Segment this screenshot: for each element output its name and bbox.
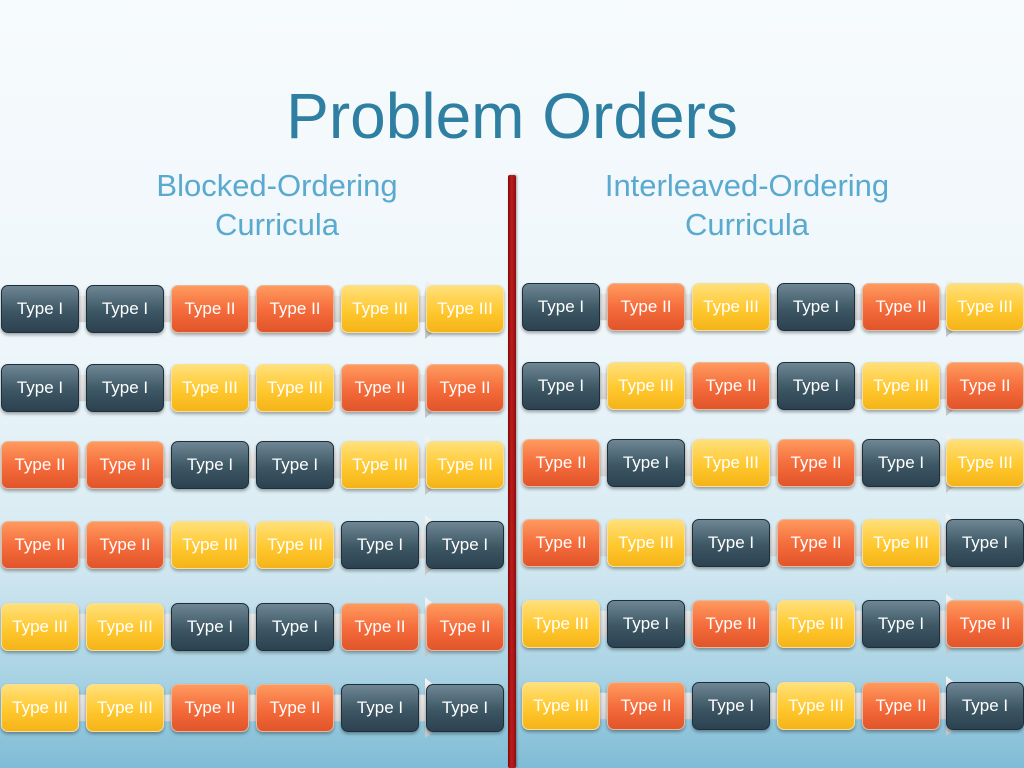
problem-chip-type-3: Type III — [777, 600, 855, 648]
problem-chip-type-3: Type III — [692, 283, 770, 331]
problem-chip-type-2: Type II — [1, 441, 79, 489]
problem-chip-type-3: Type III — [946, 439, 1024, 487]
problem-chip-type-2: Type II — [607, 682, 685, 730]
problem-chip-type-3: Type III — [86, 684, 164, 732]
problem-chip-type-3: Type III — [1, 684, 79, 732]
problem-chip-type-3: Type III — [946, 283, 1024, 331]
problem-chip-type-1: Type I — [777, 283, 855, 331]
problem-chip-type-3: Type III — [862, 519, 940, 567]
problem-chip-type-2: Type II — [692, 600, 770, 648]
center-divider — [508, 175, 516, 768]
problem-chip-type-1: Type I — [607, 439, 685, 487]
problem-chip-type-1: Type I — [426, 521, 504, 569]
problem-chip-type-2: Type II — [692, 362, 770, 410]
problem-chip-type-2: Type II — [522, 439, 600, 487]
problem-chip-type-1: Type I — [1, 285, 79, 333]
blocked-heading-line1: Blocked-Ordering — [156, 168, 398, 203]
problem-chip-type-2: Type II — [256, 684, 334, 732]
problem-chip-type-3: Type III — [171, 364, 249, 412]
problem-chip-type-1: Type I — [341, 521, 419, 569]
problem-chip-type-3: Type III — [522, 682, 600, 730]
problem-chip-type-2: Type II — [86, 441, 164, 489]
problem-chip-type-2: Type II — [86, 521, 164, 569]
problem-chip-type-1: Type I — [171, 603, 249, 651]
problem-chip-type-2: Type II — [522, 519, 600, 567]
problem-chip-type-3: Type III — [426, 441, 504, 489]
interleaved-heading-line1: Interleaved-Ordering — [604, 168, 890, 203]
problem-chip-type-1: Type I — [341, 684, 419, 732]
blocked-heading-line2: Curricula — [214, 207, 340, 242]
problem-chip-type-3: Type III — [607, 362, 685, 410]
interleaved-heading-line2: Curricula — [684, 207, 810, 242]
problem-chip-type-1: Type I — [86, 364, 164, 412]
interleaved-heading: Interleaved-Ordering Curricula — [547, 166, 947, 244]
problem-chip-type-1: Type I — [522, 283, 600, 331]
problem-chip-type-2: Type II — [341, 603, 419, 651]
problem-chip-type-1: Type I — [256, 603, 334, 651]
blocked-heading: Blocked-Ordering Curricula — [77, 166, 477, 244]
problem-chip-type-2: Type II — [426, 603, 504, 651]
problem-chip-type-1: Type I — [607, 600, 685, 648]
problem-chip-type-3: Type III — [341, 285, 419, 333]
problem-chip-type-3: Type III — [426, 285, 504, 333]
problem-chip-type-2: Type II — [607, 283, 685, 331]
problem-chip-type-1: Type I — [946, 519, 1024, 567]
problem-chip-type-1: Type I — [171, 441, 249, 489]
problem-chip-type-2: Type II — [426, 364, 504, 412]
problem-chip-type-2: Type II — [862, 283, 940, 331]
problem-chip-type-3: Type III — [256, 364, 334, 412]
problem-chip-type-1: Type I — [946, 682, 1024, 730]
problem-chip-type-1: Type I — [692, 682, 770, 730]
problem-chip-type-2: Type II — [777, 519, 855, 567]
problem-chip-type-1: Type I — [86, 285, 164, 333]
problem-chip-type-2: Type II — [256, 285, 334, 333]
problem-chip-type-1: Type I — [256, 441, 334, 489]
problem-chip-type-3: Type III — [1, 603, 79, 651]
problem-chip-type-1: Type I — [692, 519, 770, 567]
problem-chip-type-1: Type I — [862, 439, 940, 487]
problem-chip-type-3: Type III — [86, 603, 164, 651]
problem-chip-type-3: Type III — [256, 521, 334, 569]
problem-chip-type-3: Type III — [777, 682, 855, 730]
problem-chip-type-1: Type I — [426, 684, 504, 732]
problem-chip-type-3: Type III — [692, 439, 770, 487]
problem-chip-type-2: Type II — [171, 285, 249, 333]
slide-title: Problem Orders — [286, 80, 738, 152]
problem-chip-type-2: Type II — [341, 364, 419, 412]
problem-chip-type-2: Type II — [171, 684, 249, 732]
problem-chip-type-3: Type III — [171, 521, 249, 569]
problem-chip-type-3: Type III — [341, 441, 419, 489]
problem-chip-type-2: Type II — [946, 362, 1024, 410]
problem-chip-type-2: Type II — [862, 682, 940, 730]
problem-chip-type-2: Type II — [946, 600, 1024, 648]
problem-chip-type-3: Type III — [522, 600, 600, 648]
problem-chip-type-1: Type I — [522, 362, 600, 410]
problem-chip-type-2: Type II — [1, 521, 79, 569]
problem-chip-type-2: Type II — [777, 439, 855, 487]
problem-chip-type-1: Type I — [1, 364, 79, 412]
problem-chip-type-1: Type I — [777, 362, 855, 410]
problem-chip-type-3: Type III — [607, 519, 685, 567]
problem-chip-type-1: Type I — [862, 600, 940, 648]
problem-chip-type-3: Type III — [862, 362, 940, 410]
